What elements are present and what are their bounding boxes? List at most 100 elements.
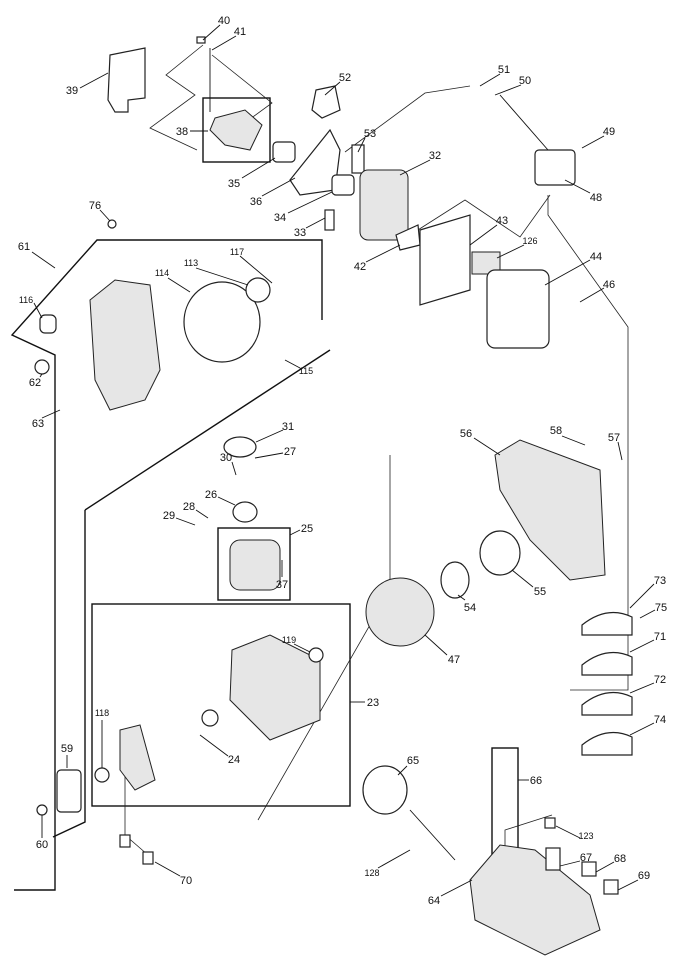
part-bearing [201, 709, 219, 727]
part-76-screw [107, 219, 117, 229]
part-number-label-38: 38 [176, 126, 188, 138]
part-number-label-64: 64 [428, 895, 440, 907]
leader-line-49 [581, 135, 605, 149]
leader-line-54 [457, 594, 466, 601]
part-number-label-41: 41 [234, 26, 246, 38]
part-number-label-116: 116 [19, 295, 33, 305]
leader-line-26 [217, 496, 236, 506]
part-group-frame-59 [52, 510, 86, 838]
leader-line-43 [469, 224, 498, 246]
leader-line-39 [79, 72, 109, 89]
part-65-tank-cap [362, 765, 408, 815]
leader-line-47 [424, 634, 448, 656]
leader-line-52 [324, 81, 341, 96]
part-35-gasket [272, 141, 296, 163]
leader-line-62 [39, 373, 43, 378]
leader-line-41 [211, 35, 237, 51]
part-number-label-118: 118 [95, 708, 109, 718]
part-60-screw [36, 804, 48, 816]
part-number-label-43: 43 [496, 215, 508, 227]
part-crankcase [229, 634, 321, 741]
part-number-label-76: 76 [89, 200, 101, 212]
leader-line-32 [399, 159, 431, 176]
part-43-shield [419, 214, 471, 306]
part-40-screw [196, 36, 206, 44]
part-number-label-69: 69 [638, 870, 650, 882]
part-126-catalyst [471, 251, 501, 275]
leader-line-30 [231, 461, 237, 476]
part-59-grommet [56, 769, 82, 813]
guide-line [257, 455, 391, 821]
part-72-clamp [581, 691, 633, 716]
leader-line-117 [239, 255, 273, 284]
leader-line-46 [579, 287, 605, 303]
part-number-label-67: 67 [580, 852, 592, 864]
part-32-cylinder [359, 169, 409, 241]
leader-line-53 [357, 137, 366, 153]
part-number-label-60: 60 [36, 839, 48, 851]
part-number-label-70: 70 [180, 875, 192, 887]
part-number-label-114: 114 [155, 268, 169, 278]
leader-line-56 [473, 437, 501, 456]
part-number-label-31: 31 [282, 421, 294, 433]
part-114-starter-reel [183, 281, 261, 363]
part-number-label-48: 48 [590, 192, 602, 204]
part-70-damper [119, 834, 131, 848]
part-number-label-66: 66 [530, 775, 542, 787]
part-128-filter-line [409, 809, 456, 861]
part-67 [545, 847, 561, 871]
part-50-wire [499, 94, 549, 151]
part-number-label-53: 53 [364, 128, 376, 140]
part-33-screw [324, 209, 335, 231]
part-123 [544, 817, 556, 829]
guide-line [149, 44, 204, 151]
guide-line [547, 195, 629, 691]
part-number-label-36: 36 [250, 196, 262, 208]
part-number-label-75: 75 [655, 602, 667, 614]
leader-line-67 [559, 860, 581, 867]
part-31-gasket [223, 436, 257, 458]
leader-line-116 [33, 302, 43, 319]
part-70-damper [142, 851, 154, 865]
leader-line-64 [440, 879, 473, 897]
leader-line-25 [289, 529, 301, 536]
leader-line-70 [154, 861, 181, 877]
part-number-label-71: 71 [654, 631, 666, 643]
part-number-label-62: 62 [29, 377, 41, 389]
part-number-label-34: 34 [274, 212, 286, 224]
part-number-label-54: 54 [464, 602, 476, 614]
part-number-label-40: 40 [218, 15, 230, 27]
part-53-spark-plug [351, 144, 365, 174]
leader-line-65 [397, 765, 408, 776]
part-number-label-35: 35 [228, 178, 240, 190]
part-69 [603, 879, 619, 895]
guide-line [344, 85, 471, 153]
guide-line [409, 194, 551, 238]
part-26-piston [232, 501, 258, 523]
leader-line-61 [31, 251, 56, 269]
part-number-label-39: 39 [66, 85, 78, 97]
leader-line-42 [365, 244, 401, 263]
part-number-label-32: 32 [429, 150, 441, 162]
leader-line-71 [629, 639, 655, 653]
leader-line-57 [617, 441, 623, 461]
leader-line-128 [377, 849, 411, 869]
leader-line-28 [195, 509, 209, 519]
part-number-label-52: 52 [339, 72, 351, 84]
part-number-label-46: 46 [603, 279, 615, 291]
part-number-label-126: 126 [522, 236, 537, 246]
leader-line-123 [555, 825, 581, 839]
part-number-label-27: 27 [284, 446, 296, 458]
leader-line-74 [629, 722, 655, 736]
leader-line-33 [305, 217, 326, 229]
leader-line-36 [261, 177, 296, 197]
part-116-handle [39, 314, 57, 334]
part-number-label-26: 26 [205, 489, 217, 501]
leader-line-72 [629, 682, 655, 694]
part-number-label-63: 63 [32, 418, 44, 430]
part-119-oil-seal [308, 647, 324, 663]
leader-line-63 [41, 409, 61, 419]
part-number-label-73: 73 [654, 575, 666, 587]
leader-line-115 [284, 359, 301, 369]
leader-line-113 [195, 267, 249, 286]
